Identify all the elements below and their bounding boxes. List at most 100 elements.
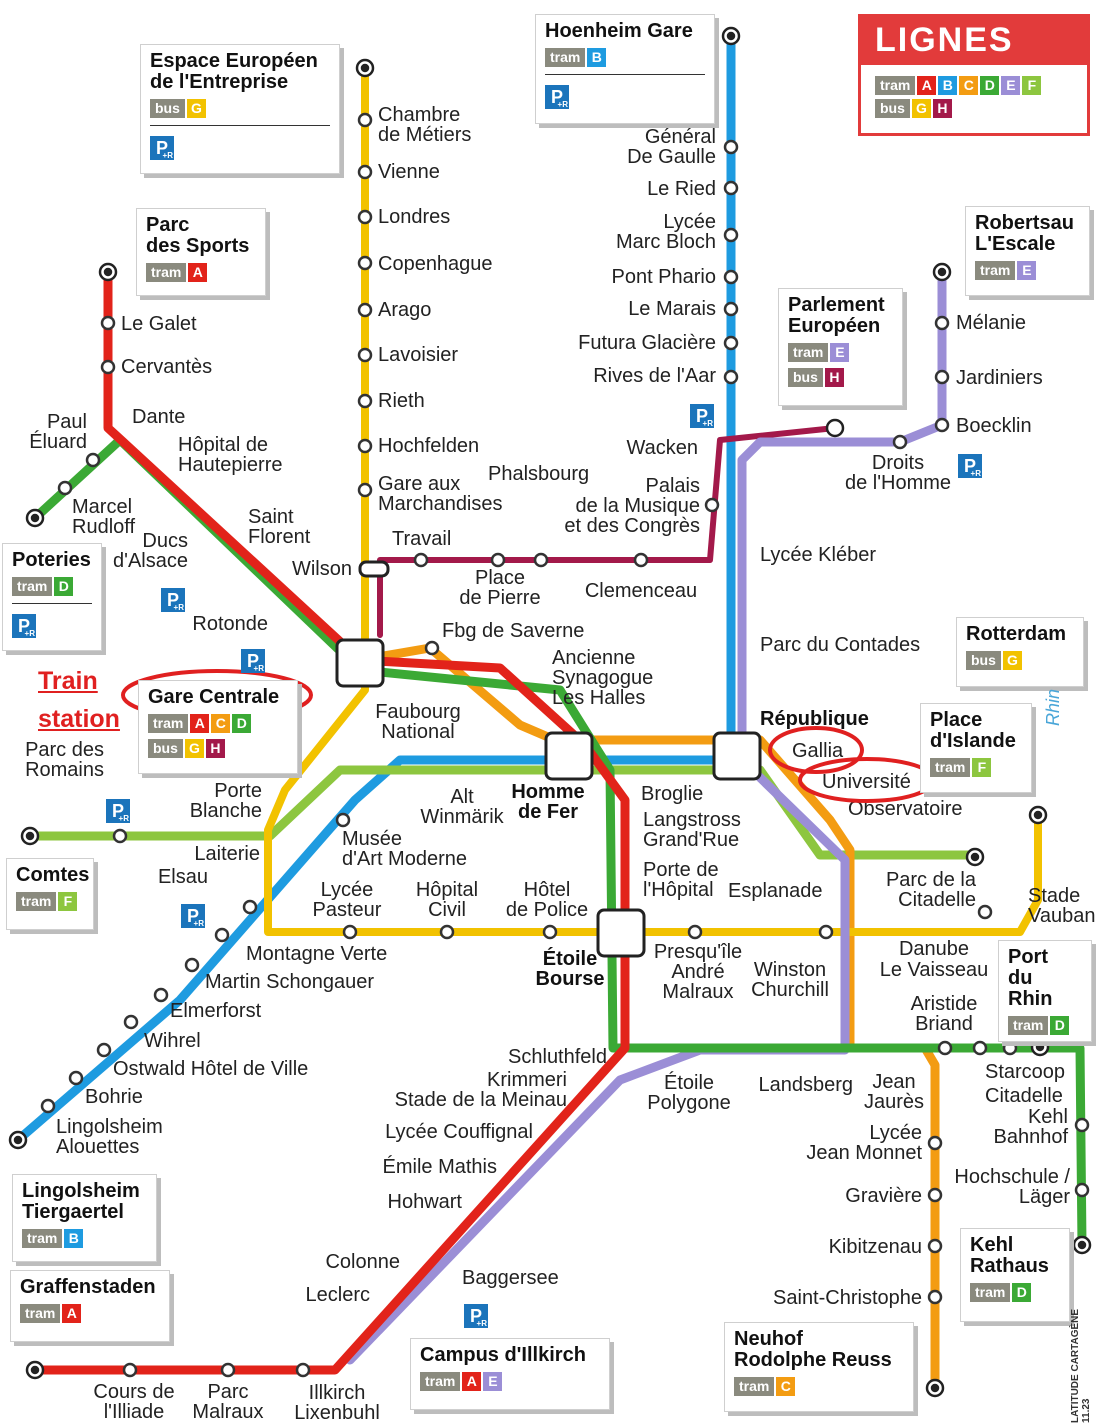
station-label: Rotonde	[192, 613, 268, 635]
bus-mode-label: bus	[150, 99, 185, 118]
line-d-badge: D	[54, 577, 74, 596]
station-label: Elsau	[158, 866, 208, 888]
line-g-badge: G	[1002, 651, 1022, 670]
legend-tram-label: tram	[875, 76, 916, 95]
station-label: République	[760, 708, 869, 730]
station-label: Lavoisier	[378, 344, 458, 366]
station-label: Broglie	[641, 783, 703, 805]
terminus-name: Graffenstaden	[20, 1276, 156, 1298]
line-f-badge: F	[58, 892, 78, 911]
station-label: Danube	[899, 938, 969, 960]
line-b-route	[13, 31, 736, 1145]
park-ride-icon: P+R	[958, 454, 982, 478]
station-label: Rieth	[378, 390, 425, 412]
station-label: Landsberg	[758, 1074, 853, 1096]
station-label: Dante	[132, 406, 185, 428]
tram-mode-label: tram	[148, 714, 189, 733]
tram-mode-label: tram	[20, 1304, 61, 1323]
station-label: Émile Mathis	[383, 1155, 497, 1178]
station-label: Ostwald Hôtel de Ville	[113, 1058, 308, 1080]
interchange-markers	[335, 560, 762, 958]
line-a-badge: A	[917, 76, 937, 95]
line-a-badge: A	[190, 714, 210, 733]
tram-mode-label: tram	[420, 1372, 461, 1391]
park-ride-icon: P+R	[150, 136, 174, 160]
station-label: Hohwart	[388, 1191, 463, 1213]
station-label: Leclerc	[306, 1284, 370, 1306]
station-label: Wilson	[292, 558, 352, 580]
station-label: Mélanie	[956, 312, 1026, 334]
line-d-badge: D	[1050, 1016, 1070, 1035]
line-b-badge: B	[938, 76, 958, 95]
station-label: Clemenceau	[585, 580, 697, 602]
line-g-badge: G	[911, 99, 931, 118]
terminus-name: Gare Centrale	[148, 686, 280, 708]
station-label: Le Vaisseau	[880, 959, 989, 981]
line-g-badge: G	[184, 739, 204, 758]
park-ride-icon: P+R	[12, 614, 36, 638]
station-label: Gravière	[845, 1185, 922, 1207]
line-h-badge: H	[824, 368, 844, 387]
tram-mode-label: tram	[734, 1377, 775, 1396]
highlight-gallia	[768, 726, 864, 774]
terminus-name: Place d'Islande	[930, 709, 1016, 752]
bus-mode-label: bus	[148, 739, 183, 758]
line-d-badge: D	[1012, 1283, 1032, 1302]
line-b-badge: B	[587, 48, 607, 67]
station-label: Schluthfeld	[508, 1046, 607, 1068]
terminus-name: Port du Rhin	[1008, 946, 1053, 1010]
tram-mode-label: tram	[930, 758, 971, 777]
park-ride-icon: P+R	[690, 404, 714, 428]
interchange-wilson	[358, 560, 390, 578]
line-c-badge: C	[211, 714, 231, 733]
terminus-markers	[8, 26, 1092, 1398]
interchange-etoile-bourse	[596, 908, 646, 958]
station-label: Phalsbourg	[488, 463, 589, 485]
station-label: Bohrie	[85, 1086, 143, 1108]
train-station-annotation: Train station	[38, 667, 120, 733]
tram-mode-label: tram	[970, 1283, 1011, 1302]
line-c-badge: C	[959, 76, 979, 95]
station-label: Copenhague	[378, 253, 493, 275]
legend-title: LIGNES	[861, 17, 1087, 65]
station-label: Wacken	[626, 437, 698, 459]
tram-mode-label: tram	[16, 892, 57, 911]
line-h-badge: H	[932, 99, 952, 118]
station-label: Kibitzenau	[829, 1236, 922, 1258]
line-a-badge: A	[188, 263, 208, 282]
terminus-name: Robertsau L'Escale	[975, 212, 1074, 255]
terminus-name: Espace Européen de l'Entreprise	[150, 50, 318, 93]
tram-mode-label: tram	[545, 48, 586, 67]
station-label: Colonne	[325, 1251, 400, 1273]
interchange-gare-centrale	[335, 638, 385, 688]
station-label: Lycée Kléber	[760, 544, 876, 566]
station-label: Montagne Verte	[246, 943, 387, 965]
